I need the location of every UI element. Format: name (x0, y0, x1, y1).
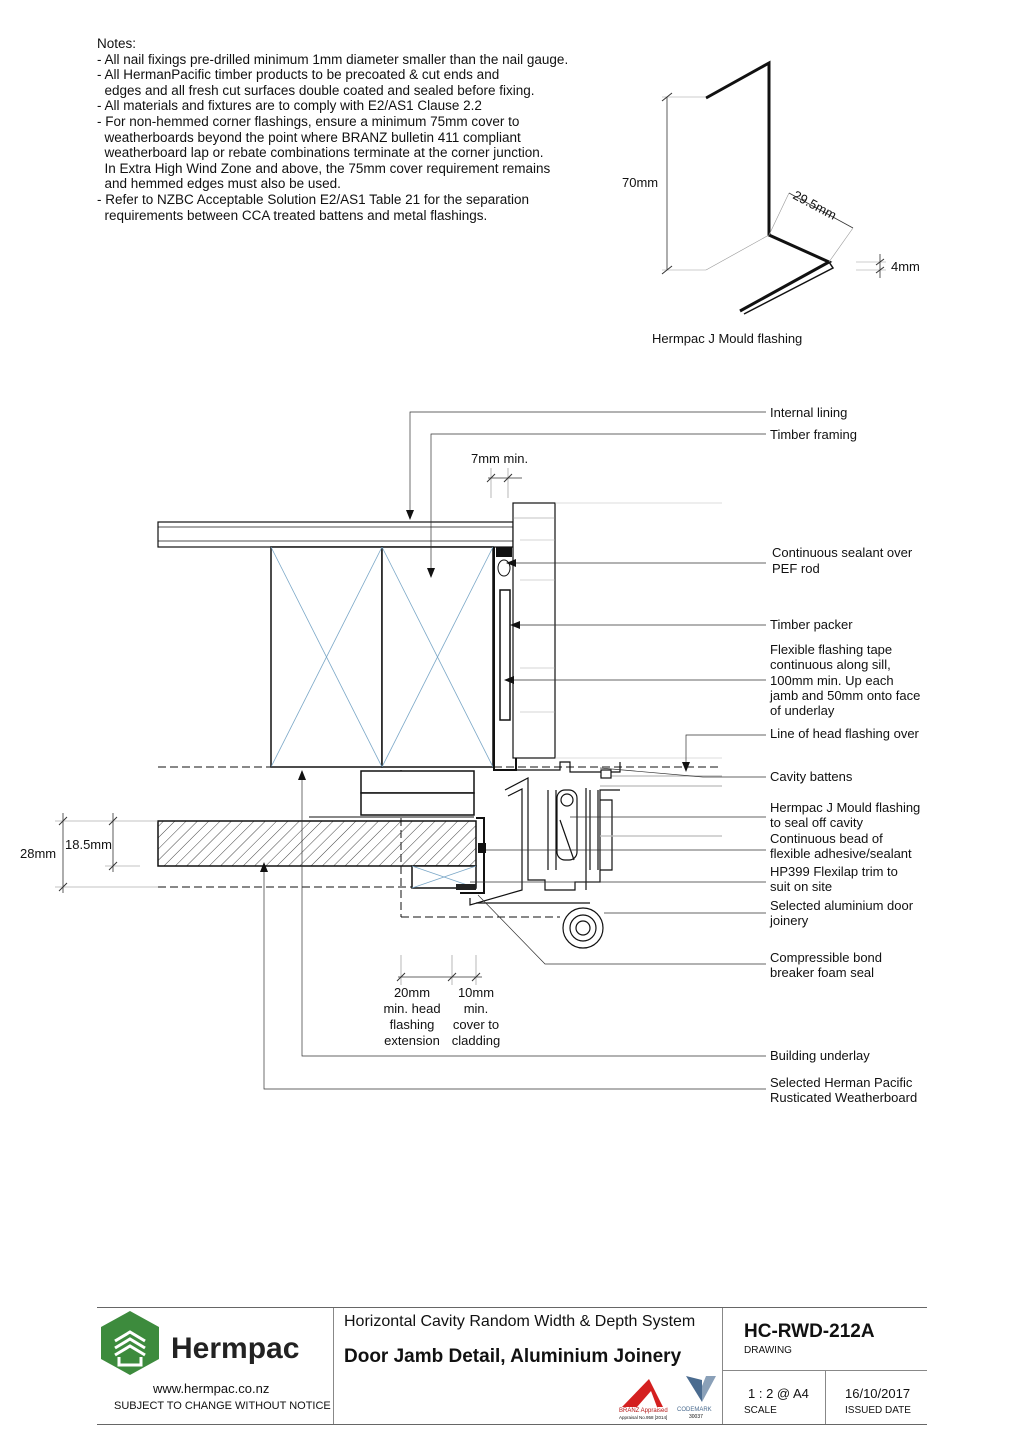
dim-70mm: 70mm (622, 175, 658, 190)
dim-28mm: 28mm (20, 846, 56, 861)
timber-framing (270, 546, 494, 768)
svg-text:min. head: min. head (383, 1001, 440, 1016)
disclaimer: SUBJECT TO CHANGE WITHOUT NOTICE (114, 1400, 331, 1412)
weatherboard (157, 820, 477, 867)
branz-mark: BRANZ Appraised (619, 1408, 668, 1414)
note-line: - All materials and fixtures are to comp… (97, 98, 482, 114)
svg-text:20mm: 20mm (394, 985, 430, 1000)
title-block: Hermpac www.hermpac.co.nz SUBJECT TO CHA… (97, 1307, 927, 1425)
svg-text:joinery: joinery (769, 913, 809, 928)
leader-lines (263, 411, 766, 1090)
svg-text:suit on site: suit on site (770, 879, 832, 894)
note-line: weatherboards beyond the point where BRA… (97, 129, 521, 145)
door-reveal (512, 502, 722, 759)
svg-text:100mm min. Up each: 100mm min. Up each (770, 673, 894, 688)
label-j-mould: Hermpac J Mould flashing (770, 800, 920, 815)
label-sealant: Continuous sealant over (772, 545, 913, 560)
label-adhesive: Continuous bead of (770, 831, 883, 846)
dim-7mm: 7mm min. (471, 451, 528, 466)
flashing-tape (493, 547, 517, 771)
svg-text:PEF rod: PEF rod (772, 561, 820, 576)
dim-4mm: 4mm (891, 259, 920, 274)
pef-rod (497, 559, 511, 577)
drawing-title: Door Jamb Detail, Aluminium Joinery (344, 1346, 682, 1367)
svg-text:of underlay: of underlay (770, 703, 835, 718)
dim-29-5mm: 29.5mm (791, 187, 840, 222)
technical-drawing: 70mm 29.5mm 4mm Hermpac J Mould flashing (20, 60, 920, 1105)
aluminium-joinery (469, 761, 722, 949)
svg-text:flashing: flashing (390, 1017, 435, 1032)
svg-text:to seal off cavity: to seal off cavity (770, 815, 863, 830)
svg-text:continuous along sill,: continuous along sill, (770, 657, 891, 672)
leader-arrows (260, 510, 690, 872)
svg-text:jamb and 50mm onto face: jamb and 50mm onto face (769, 688, 920, 703)
timber-packer (499, 589, 511, 721)
note-line: - Refer to NZBC Acceptable Solution E2/A… (97, 191, 529, 207)
label-internal-lining: Internal lining (770, 405, 847, 420)
j-mould-flashing-profile: 70mm 29.5mm 4mm Hermpac J Mould flashing (622, 60, 920, 346)
scale-value: 1 : 2 @ A4 (748, 1386, 809, 1401)
branz-number: Appraisal No.958 [2014] (619, 1415, 668, 1420)
cavity-batten (360, 770, 475, 794)
scale-label: SCALE (744, 1405, 777, 1416)
j-mould (460, 817, 485, 894)
note-line: - All nail fixings pre-drilled minimum 1… (97, 51, 569, 67)
label-head-flashing: Line of head flashing over (770, 726, 920, 741)
drawing-label: DRAWING (744, 1345, 792, 1356)
note-line: edges and all fresh cut surfaces double … (97, 82, 535, 98)
issued-date: 16/10/2017 (845, 1386, 911, 1401)
jamb-section: 7mm min. 28mm 18.5mm 20mm min. head flas… (20, 405, 920, 1105)
issued-date-label: ISSUED DATE (845, 1405, 911, 1416)
svg-text:cladding: cladding (452, 1033, 500, 1048)
internal-lining (157, 521, 514, 548)
svg-text:extension: extension (384, 1033, 440, 1048)
dim-20mm-label: 20mm min. head flashing extension (383, 985, 440, 1048)
label-door-joinery: Selected aluminium door (770, 898, 914, 913)
svg-text:Rusticated Weatherboard: Rusticated Weatherboard (770, 1090, 917, 1105)
label-building-underlay: Building underlay (770, 1048, 870, 1063)
flashing-caption: Hermpac J Mould flashing (652, 331, 802, 346)
label-flashing-tape: Flexible flashing tape (770, 642, 892, 657)
note-line: and hemmed edges must also be used. (97, 176, 341, 192)
svg-text:flexible adhesive/sealant: flexible adhesive/sealant (770, 846, 912, 861)
svg-text:breaker foam seal: breaker foam seal (770, 965, 874, 980)
note-line: - All HermanPacific timber products to b… (97, 67, 500, 83)
codemark-label: CODEMARK (677, 1407, 712, 1413)
callout-labels: Internal lining Timber framing Continuou… (769, 405, 920, 1105)
notes-heading: Notes: (97, 36, 137, 51)
system-name: Horizontal Cavity Random Width & Depth S… (344, 1313, 696, 1330)
note-line: - For non-hemmed corner flashings, ensur… (97, 113, 520, 129)
label-weatherboard: Selected Herman Pacific (770, 1075, 913, 1090)
label-timber-framing: Timber framing (770, 427, 857, 442)
dim-18-5mm: 18.5mm (65, 837, 112, 852)
drawing-number: HC-RWD-212A (744, 1321, 875, 1342)
svg-text:min.: min. (464, 1001, 489, 1016)
note-line: requirements between CCA treated battens… (97, 207, 488, 223)
general-notes: Notes: - All nail fixings pre-drilled mi… (97, 36, 617, 223)
svg-text:10mm: 10mm (458, 985, 494, 1000)
note-line: weatherboard lap or rebate combinations … (97, 145, 544, 161)
hermpac-logo-icon (101, 1311, 159, 1375)
codemark-number: 30037 (689, 1414, 703, 1420)
brand-name: Hermpac (171, 1332, 300, 1365)
cavity-batten (360, 792, 475, 816)
note-line: In Extra High Wind Zone and above, the 7… (97, 160, 551, 176)
sealant-bead (496, 547, 512, 557)
branz-logo-icon (622, 1379, 663, 1407)
label-timber-packer: Timber packer (770, 617, 853, 632)
dim-10mm-label: 10mm min. cover to cladding (452, 985, 500, 1048)
codemark-logo-icon (686, 1376, 716, 1402)
label-foam-seal: Compressible bond (770, 950, 882, 965)
svg-text:cover to: cover to (453, 1017, 499, 1032)
website-link[interactable]: www.hermpac.co.nz (153, 1381, 270, 1396)
label-cavity-battens: Cavity battens (770, 769, 853, 784)
label-flexilap: HP399 Flexilap trim to (770, 864, 898, 879)
